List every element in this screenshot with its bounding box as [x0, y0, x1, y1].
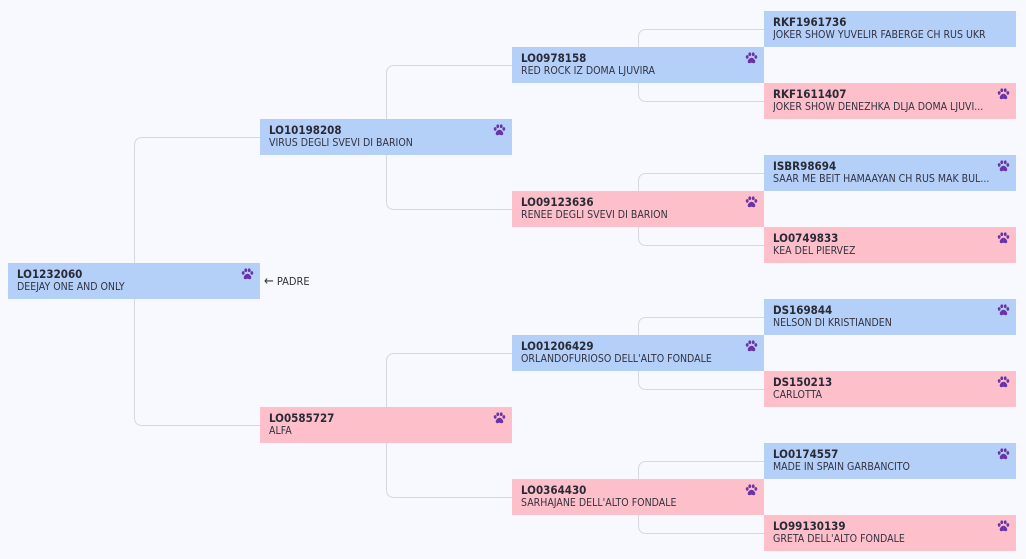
tree-connector	[386, 65, 512, 119]
registration-number: LO0364430	[521, 483, 587, 497]
tree-connector	[638, 317, 764, 335]
paw-icon	[997, 304, 1010, 316]
registration-number: ISBR98694	[773, 159, 837, 173]
dog-name: JOKER SHOW DENEZHKA DLJA DOMA LJUVI...	[773, 101, 984, 113]
dog-name: VIRUS DEGLI SVEVI DI BARION	[269, 137, 413, 149]
paw-icon	[997, 520, 1010, 532]
tree-connector	[386, 353, 512, 407]
paw-icon	[997, 448, 1010, 460]
paw-icon	[493, 124, 506, 136]
registration-number: LO0174557	[773, 447, 839, 461]
arrow-left-icon: ←	[264, 273, 274, 289]
tree-connector	[638, 173, 764, 191]
paw-icon	[997, 232, 1010, 244]
registration-number: LO01206429	[521, 339, 594, 353]
sire-pointer: ← PADRE	[264, 273, 310, 289]
paw-icon	[493, 412, 506, 424]
tree-connector	[638, 515, 764, 534]
paw-icon	[745, 484, 758, 496]
dog-name: CARLOTTA	[773, 389, 822, 401]
dog-name: RED ROCK IZ DOMA LJUVIRA	[521, 65, 655, 77]
paw-icon	[241, 268, 254, 280]
dog-name: KEA DEL PIERVEZ	[773, 245, 856, 257]
registration-number: RKF1611407	[773, 87, 847, 101]
tree-connector	[638, 83, 764, 102]
dog-name: ORLANDOFURIOSO DELL'ALTO FONDALE	[521, 353, 712, 365]
dog-name: ALFA	[269, 425, 292, 437]
registration-number: RKF1961736	[773, 15, 847, 29]
paw-icon	[997, 88, 1010, 100]
dog-name: NELSON DI KRISTIANDEN	[773, 317, 892, 329]
paw-icon	[745, 340, 758, 352]
registration-number: LO99130139	[773, 519, 846, 533]
registration-number: LO0978158	[521, 51, 587, 65]
sire-label: PADRE	[276, 275, 310, 288]
registration-number: LO09123636	[521, 195, 594, 209]
tree-connector	[638, 29, 764, 47]
registration-number: DS169844	[773, 303, 833, 317]
registration-number: LO10198208	[269, 123, 342, 137]
registration-number: DS150213	[773, 375, 833, 389]
dog-name: MADE IN SPAIN GARBANCITO	[773, 461, 910, 473]
registration-number: LO0749833	[773, 231, 839, 245]
registration-number: LO0585727	[269, 411, 335, 425]
tree-connector	[638, 461, 764, 479]
registration-number: LO1232060	[17, 267, 83, 281]
dog-name: JOKER SHOW YUVELIR FABERGE CH RUS UKR	[773, 29, 986, 41]
tree-connector	[386, 155, 512, 210]
tree-connector	[134, 299, 260, 426]
dog-name: SAAR ME BEIT HAMAAYAN CH RUS MAK BUL...	[773, 173, 990, 185]
paw-icon	[997, 376, 1010, 388]
dog-name: RENEE DEGLI SVEVI DI BARION	[521, 209, 668, 221]
paw-icon	[745, 52, 758, 64]
dog-name: DEEJAY ONE AND ONLY	[17, 281, 125, 293]
dog-name: SARHAJANE DELL'ALTO FONDALE	[521, 497, 677, 509]
tree-connector	[638, 227, 764, 246]
tree-connector	[134, 137, 260, 263]
dog-name: GRETA DELL'ALTO FONDALE	[773, 533, 905, 545]
paw-icon	[745, 196, 758, 208]
paw-icon	[997, 160, 1010, 172]
tree-connector	[386, 443, 512, 498]
tree-connector	[638, 371, 764, 390]
